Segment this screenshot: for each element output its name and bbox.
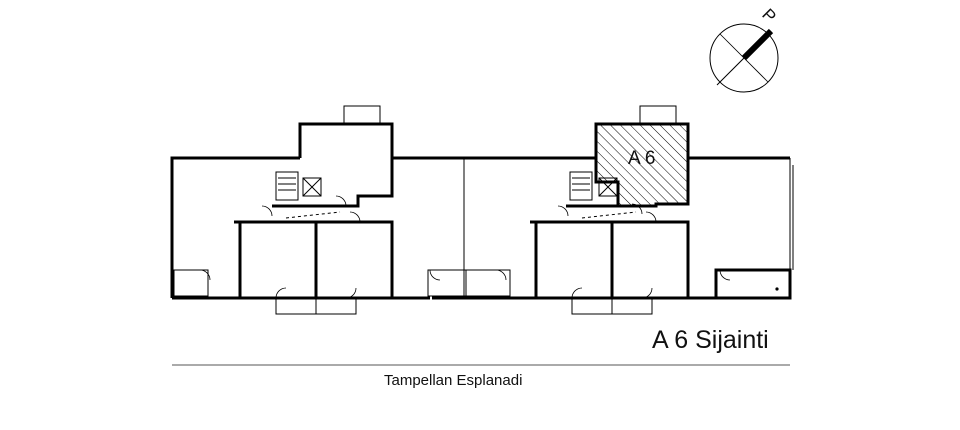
- unit-label: A 6: [628, 148, 656, 169]
- street-label: Tampellan Esplanadi: [384, 372, 523, 389]
- plan-title: A 6 Sijainti: [652, 326, 769, 354]
- compass-icon: [709, 23, 779, 93]
- building-right: [512, 105, 794, 315]
- building-left: [170, 105, 566, 315]
